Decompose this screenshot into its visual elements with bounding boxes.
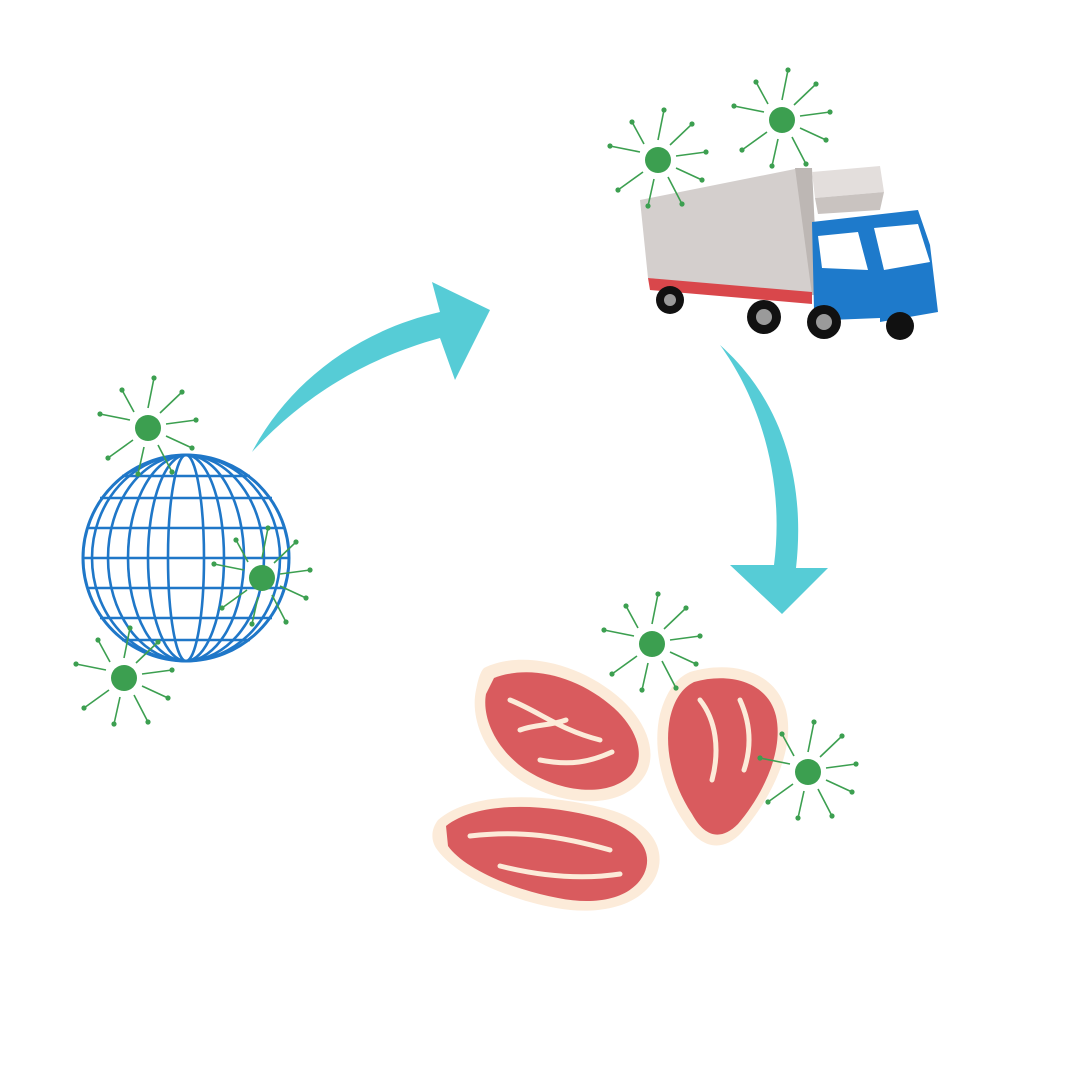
meat-steaks-icon	[432, 659, 789, 911]
arrow-globe-to-truck-icon	[252, 282, 490, 452]
virus-icon	[730, 66, 834, 170]
globe-icon	[81, 453, 291, 663]
arrow-truck-to-meat-icon	[720, 345, 828, 614]
refrigerated-truck-icon	[640, 166, 938, 340]
